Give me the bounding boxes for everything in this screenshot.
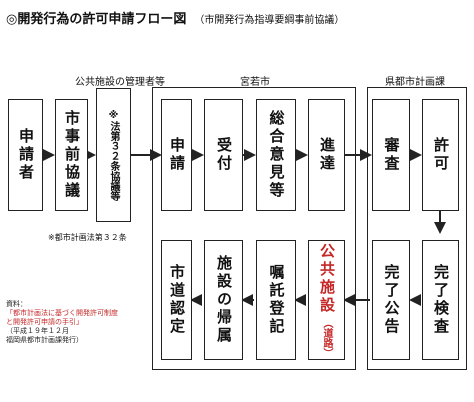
step-public-facility-label: 公共施設 bbox=[318, 242, 336, 315]
step-opinion-label: 総合意見等 bbox=[267, 110, 286, 200]
source-line-3: （平成１９年１２月 bbox=[6, 327, 69, 336]
step-commission-registration: 嘱託登記 bbox=[256, 240, 296, 360]
source-line-4: 福岡県都市計画課発行） bbox=[6, 336, 83, 345]
step-completion-inspection: 完了検査 bbox=[422, 240, 459, 360]
step-pre-consultation-label: 市事前協議 bbox=[63, 110, 81, 200]
step-completion-notice-label: 完了公告 bbox=[382, 264, 401, 336]
step-city-road-designation: 市道認定 bbox=[161, 240, 192, 360]
title-text: ◎開発行為の許可申請フロー図 bbox=[6, 12, 187, 27]
step-commission-registration-label: 嘱託登記 bbox=[267, 264, 286, 336]
frame-miyawaka bbox=[152, 87, 356, 370]
step-city-road-designation-label: 市道認定 bbox=[168, 264, 186, 336]
step-applicant-label: 申請者 bbox=[17, 128, 35, 182]
step-opinion: 総合意見等 bbox=[256, 99, 296, 211]
step-forward: 進達 bbox=[308, 99, 345, 211]
step-receipt-label: 受付 bbox=[215, 137, 233, 173]
source-line-2: と開発許可申請の手引」 bbox=[6, 318, 83, 327]
step-facility-ownership: 施設の帰属 bbox=[204, 240, 243, 360]
source-note: 資料： 「都市計画法に基づく開発許可制度 と開発許可申請の手引」 （平成１９年１… bbox=[6, 300, 118, 345]
step-review: 審査 bbox=[372, 99, 410, 211]
step-review-label: 審査 bbox=[382, 137, 401, 173]
step-apply-city: 申請 bbox=[161, 99, 192, 211]
group-label-miyawaka: 宮若市 bbox=[240, 77, 270, 88]
page-title: ◎開発行為の許可申請フロー図 （市開発行為指導要綱事前協議） bbox=[6, 8, 344, 27]
footnote-article32: ※都市計画法第３２条 bbox=[48, 233, 127, 242]
step-completion-inspection-label: 完了検査 bbox=[432, 264, 450, 336]
step-permit: 許可 bbox=[422, 99, 459, 211]
subtitle-text: （市開発行為指導要綱事前協議） bbox=[194, 15, 345, 26]
step-article32: ※法第３２条協議等 bbox=[96, 88, 131, 222]
step-forward-label: 進達 bbox=[318, 137, 336, 173]
source-label: 資料： bbox=[6, 300, 27, 308]
step-public-facility: 公共施設 （道路） bbox=[308, 240, 345, 360]
group-label-prefecture: 県都市計画課 bbox=[385, 77, 445, 88]
step-permit-label: 許可 bbox=[432, 137, 450, 173]
step-apply-city-label: 申請 bbox=[168, 137, 186, 173]
group-label-public-manager: 公共施設の管理者等 bbox=[75, 77, 165, 88]
step-receipt: 受付 bbox=[204, 99, 243, 211]
step-facility-ownership-label: 施設の帰属 bbox=[215, 255, 233, 345]
frame-prefecture bbox=[367, 87, 467, 370]
step-completion-notice: 完了公告 bbox=[372, 240, 410, 360]
step-applicant: 申請者 bbox=[8, 99, 43, 211]
source-line-1: 「都市計画法に基づく開発許可制度 bbox=[6, 309, 118, 318]
step-pre-consultation: 市事前協議 bbox=[55, 99, 88, 211]
step-public-facility-sub: （道路） bbox=[321, 317, 332, 358]
step-article32-label: ※法第３２条協議等 bbox=[108, 109, 119, 201]
